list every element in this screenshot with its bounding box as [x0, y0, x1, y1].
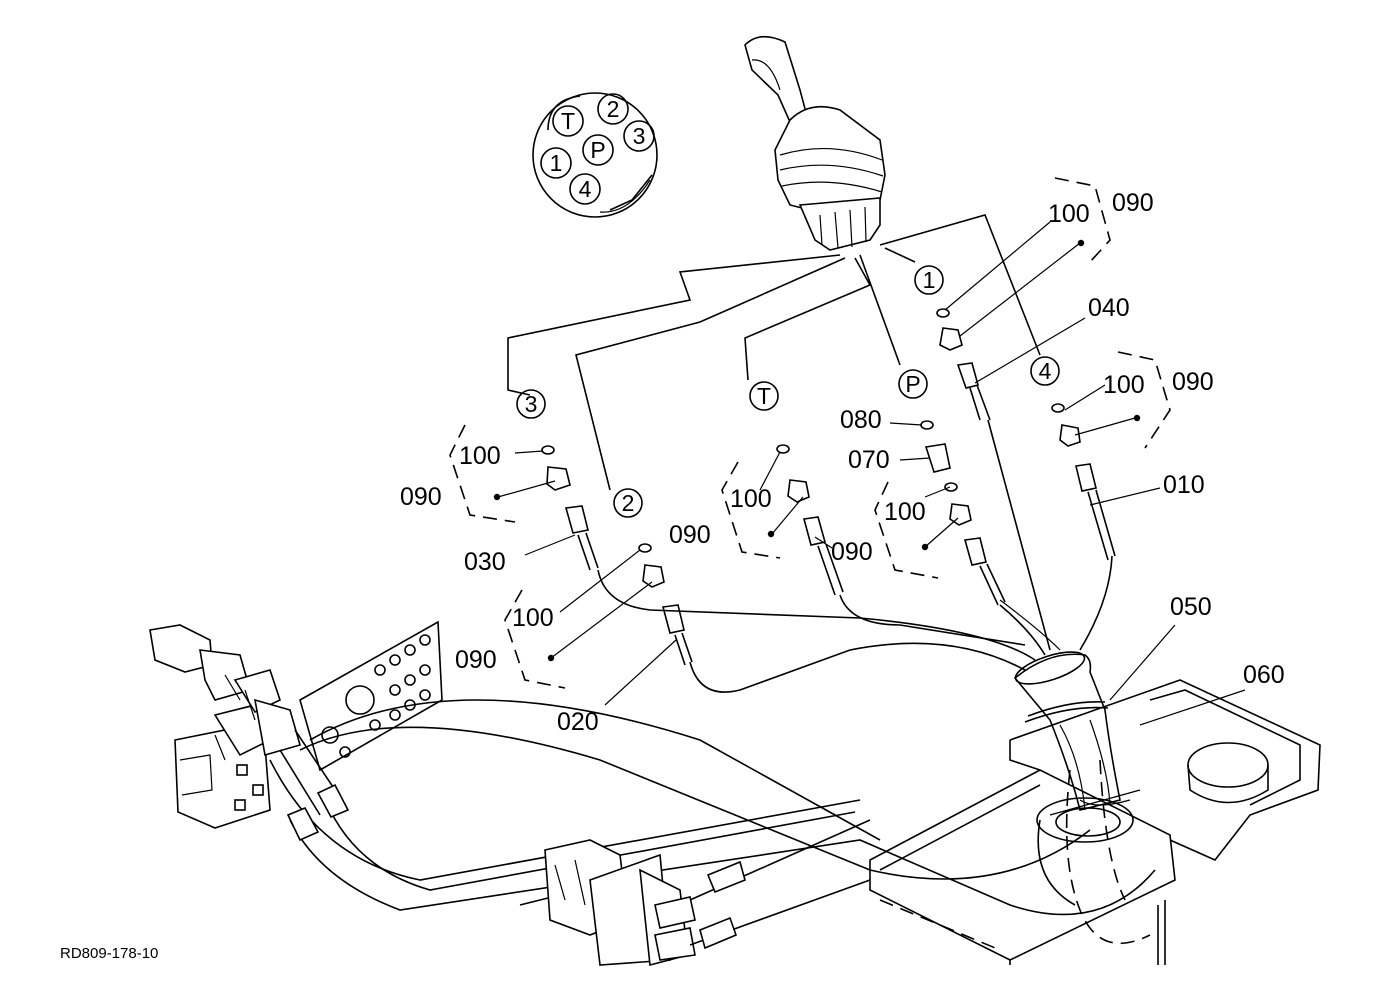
face-port-2	[597, 93, 629, 125]
valve-hoses	[269, 699, 1156, 916]
port-p-label: P	[905, 371, 920, 397]
fittings	[541, 308, 1116, 666]
face-port-t-label: T	[561, 108, 575, 134]
label-020: 020	[557, 708, 599, 736]
face-port-4	[569, 173, 601, 205]
pump-assembly	[519, 819, 871, 967]
label-100-b: 100	[1103, 371, 1145, 399]
label-090-e: 090	[400, 483, 442, 511]
part-labels: 100 090 040 100 090 010 080 070 100 090 …	[400, 189, 1285, 736]
label-100-f: 100	[512, 604, 554, 632]
port-4-label: 4	[1039, 358, 1052, 384]
label-080: 080	[840, 406, 882, 434]
label-070: 070	[848, 446, 890, 474]
grommet-050	[1013, 651, 1121, 811]
face-port-1-label: 1	[550, 150, 563, 176]
label-040: 040	[1088, 294, 1130, 322]
hose-bundle	[597, 419, 1113, 693]
port-1-label: 1	[923, 267, 936, 293]
label-090-c: 090	[831, 538, 873, 566]
label-100-c: 100	[884, 498, 926, 526]
face-port-3-label: 3	[633, 123, 646, 149]
port-t-label: T	[757, 383, 771, 409]
face-port-1	[540, 147, 572, 179]
port-4-marker: 4	[1030, 356, 1060, 386]
label-050: 050	[1170, 593, 1212, 621]
label-090-d: 090	[669, 521, 711, 549]
label-090-f: 090	[455, 646, 497, 674]
drawing-reference-code: RD809-178-10	[60, 945, 158, 962]
face-port-2-label: 2	[607, 96, 620, 122]
face-port-p	[582, 134, 614, 166]
port-2-label: 2	[622, 490, 635, 516]
connector-face-view: T 2 3 1 P 4	[532, 92, 658, 218]
face-port-p-label: P	[590, 137, 605, 163]
joystick-pilot-valve	[744, 35, 886, 251]
pilot-hose-lines	[507, 214, 1041, 491]
control-valve-assembly	[149, 620, 443, 829]
port-p-marker: P	[898, 369, 928, 399]
face-port-3	[623, 120, 655, 152]
face-port-t	[552, 105, 584, 137]
floor-plate-060	[869, 679, 1321, 965]
port-t-marker: T	[749, 381, 779, 411]
label-100-a: 100	[1048, 200, 1090, 228]
port-1-marker: 1	[914, 265, 944, 295]
label-100-e: 100	[459, 442, 501, 470]
label-010: 010	[1163, 471, 1205, 499]
label-100-d: 100	[730, 485, 772, 513]
port-2-marker: 2	[613, 488, 643, 518]
port-3-marker: 3	[516, 389, 546, 419]
label-060: 060	[1243, 661, 1285, 689]
face-port-4-label: 4	[579, 176, 592, 202]
leader-lines	[497, 221, 1246, 726]
label-090-b: 090	[1172, 368, 1214, 396]
label-030: 030	[464, 548, 506, 576]
reference-dots	[493, 239, 1141, 662]
kit-brackets	[449, 177, 1171, 689]
label-090-a: 090	[1112, 189, 1154, 217]
port-3-label: 3	[525, 391, 538, 417]
